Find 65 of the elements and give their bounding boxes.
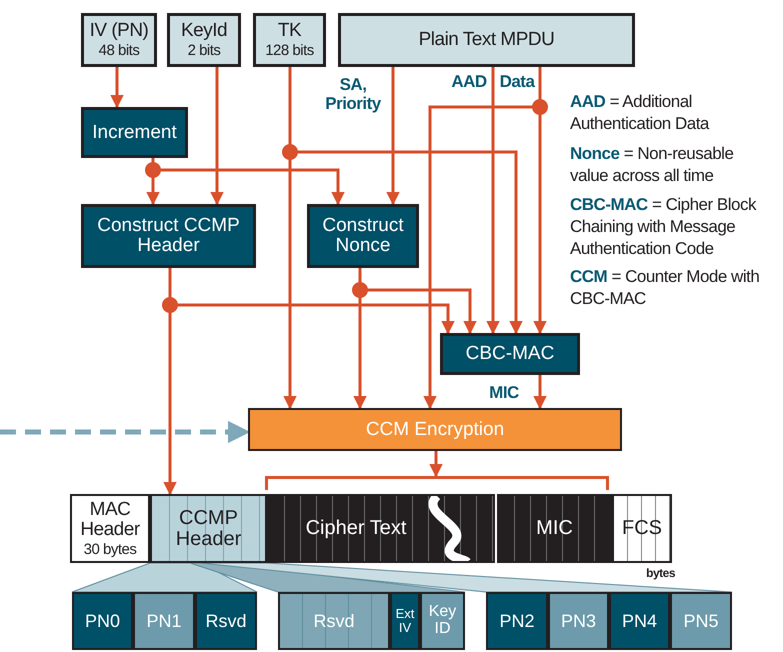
definition-text: CBC-MAC = Cipher Block Chaining with Message Authentication Code	[570, 194, 758, 260]
frame-field	[612, 494, 672, 563]
arrow	[110, 67, 124, 108]
node-label: Rsvd	[313, 612, 354, 630]
process-box	[440, 333, 580, 375]
size-note: 30 bytes	[84, 542, 136, 558]
definition-text: Nonce = Non-reusable value across all time	[570, 143, 734, 188]
field-segment	[133, 592, 195, 650]
frame-field	[70, 494, 150, 563]
field-segment	[609, 592, 670, 650]
arrow	[533, 375, 547, 410]
size-note: 2 bits	[188, 43, 220, 59]
field-segment	[420, 592, 465, 650]
node-label: CCM Encryption	[366, 420, 504, 440]
frame-field	[497, 494, 612, 563]
input-box	[167, 13, 241, 67]
bracket	[265, 476, 609, 490]
node-label: Key ID	[428, 604, 458, 638]
node-label: PN3	[560, 612, 596, 630]
node-label: IV (PN)	[90, 21, 148, 42]
size-note: 48 bits	[98, 43, 140, 59]
dashed-arrow	[0, 420, 250, 444]
field-segment	[390, 592, 420, 650]
process-box	[81, 107, 188, 158]
arrow	[486, 67, 500, 334]
field-segment	[195, 592, 257, 650]
field-segment	[72, 592, 133, 650]
node-label: CCMP Header	[174, 508, 242, 550]
unit-label: bytes	[645, 566, 675, 582]
input-box	[253, 13, 326, 67]
node-label: PN5	[683, 612, 718, 630]
arrow	[386, 67, 400, 206]
node-label: Construct Nonce	[321, 216, 405, 256]
node-label: Ext IV	[394, 607, 416, 635]
node-label: PN1	[146, 612, 182, 630]
node-label: PN2	[499, 612, 534, 630]
frame-field	[267, 494, 495, 563]
field-segment	[486, 592, 548, 650]
input-box	[81, 13, 157, 67]
size-note: 128 bits	[265, 43, 314, 59]
node-label: PN4	[622, 612, 657, 630]
process-box	[81, 204, 256, 268]
arrow	[210, 67, 224, 206]
process-box	[248, 408, 622, 451]
node-label: Cipher Text	[306, 518, 406, 539]
node-label: FCS	[622, 518, 662, 539]
node-label: TK	[278, 21, 302, 42]
arrow	[429, 451, 443, 478]
field-segment	[670, 592, 732, 650]
node-label: CBC-MAC	[466, 344, 554, 364]
node-label: MAC Header	[79, 500, 141, 540]
node-label: Increment	[92, 122, 177, 142]
node-label: PN0	[84, 612, 120, 630]
node-label: KeyId	[180, 21, 228, 42]
definition-text: CCM = Counter Mode with CBC-MAC	[570, 266, 760, 310]
node-label: MIC	[536, 518, 573, 539]
process-box	[307, 204, 419, 268]
input-box	[338, 13, 635, 67]
node-label: Rsvd	[205, 612, 246, 630]
field-segment	[278, 592, 390, 650]
definition-text: AAD = Additional Authentication Data	[570, 91, 710, 136]
node-label: Plain Text MPDU	[418, 30, 554, 50]
node-label: Construct CCMP Header	[96, 216, 241, 256]
field-segment	[548, 592, 609, 650]
frame-field	[150, 494, 267, 563]
